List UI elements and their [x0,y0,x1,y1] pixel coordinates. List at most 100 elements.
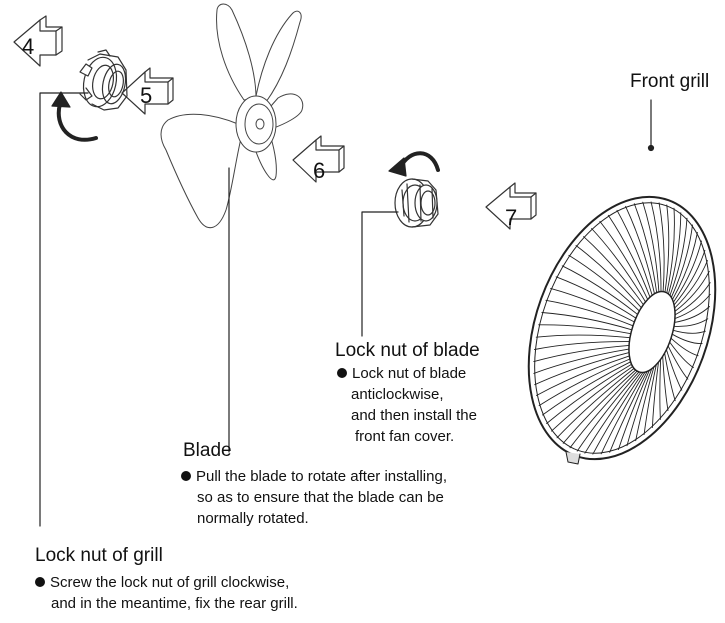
lock-nut-blade-note: Lock nut of blade anticlockwise, and the… [337,363,477,447]
grill-spoke [643,364,657,436]
clockwise-rotation-arrow-icon [51,91,98,142]
grill-spoke [569,370,638,449]
grill-spoke [658,202,665,293]
bullet-icon [181,471,191,481]
grill-spoke [674,293,711,320]
grill-spoke [665,349,683,391]
grill-spoke [635,366,655,442]
grill-spoke [651,361,659,428]
step-number-4: 4 [22,34,34,59]
grill-spoke [546,363,633,424]
grill-spoke [674,282,711,316]
grill-spoke [674,260,708,309]
grill-spoke [533,344,630,363]
grill-spoke [650,201,662,293]
grill-spoke [673,249,706,306]
grill-spoke [592,371,644,455]
grill-spoke [551,366,634,432]
grill-spoke [609,370,648,453]
grill-spoke [542,361,632,416]
grill-spoke [534,352,630,386]
grill-lock-nut-drawing [79,49,128,111]
grill-spoke [667,345,689,380]
step-arrow-4: 4 [13,15,63,67]
grill-spoke [583,236,644,306]
step-arrow-5: 5 [121,67,174,115]
grill-spoke [626,368,653,447]
step-number-7: 7 [505,205,517,230]
note-line: anticlockwise, [351,386,444,403]
grill-spoke [633,203,658,294]
grill-spoke [533,348,630,374]
grill-spoke [673,318,709,327]
grill-spoke [599,220,649,300]
note-line: Pull the blade to rotate after installin… [181,466,447,487]
grill-spoke [555,276,637,319]
grill-spoke [600,371,646,455]
grill-spoke [561,265,639,315]
grill-spoke [669,341,694,369]
grill-spoke [536,355,630,396]
grill-spoke [538,358,631,407]
grill-spoke [545,299,634,327]
grill-spoke [672,240,702,303]
note-line: and then install the [351,407,477,424]
lock-nut-grill-title: Lock nut of grill [35,545,163,566]
bullet-icon [35,577,45,587]
grill-spoke [607,214,651,298]
blade-title: Blade [183,440,232,461]
note-line: so as to ensure that the blade can be [197,489,444,506]
grill-spoke [674,270,710,312]
grill-spoke [667,212,682,295]
grill-spoke [617,369,650,451]
grill-spoke [541,312,633,331]
grill-spoke [666,207,675,294]
grill-spoke [659,358,662,420]
grill-spoke [671,232,698,301]
grill-spoke [671,333,703,344]
front-grill-drawing [527,195,717,465]
lock-nut-blade-title: Lock nut of blade [335,340,480,361]
grill-spoke [616,209,653,296]
step-number-5: 5 [140,83,152,108]
bullet-icon [337,368,347,378]
note-line: front fan cover. [355,428,455,445]
grill-spoke [568,254,640,312]
grill-spoke [556,367,635,439]
grill-spoke [591,228,646,303]
grill-spoke [534,341,630,350]
grill-spoke [672,329,706,334]
grill-spoke [575,245,642,309]
fan-blade-drawing [160,3,304,228]
blade-lock-nut-leader-line [361,211,399,337]
note-line: Screw the lock nut of grill clockwise, [35,572,298,593]
lock-nut-grill-note: Screw the lock nut of grill clockwise, a… [35,572,298,614]
blade-note: Pull the blade to rotate after installin… [181,466,447,529]
grill-lock-nut-leader-line [39,92,89,527]
grill-spoke [584,371,642,454]
grill-spoke [669,217,688,297]
note-line: Lock nut of blade [337,363,477,384]
leader-lines [39,92,655,527]
grill-spoke [550,287,635,323]
grill-spoke [576,371,640,452]
grill-spoke [662,355,669,411]
grill-spoke [670,224,693,298]
grill-spoke [674,306,710,323]
step-number-6: 6 [313,158,325,183]
note-line: normally rotated. [197,510,309,527]
blade-lock-nut-drawing [394,178,439,228]
grill-spoke [670,337,699,357]
note-line: and in the meantime, fix the rear grill. [51,595,298,612]
grill-spoke [625,205,655,295]
grill-spoke [535,334,631,339]
grill-spoke [664,204,670,293]
step-arrow-6: 6 [292,135,345,183]
anticlockwise-rotation-arrow-icon [388,151,440,177]
step-arrow-7: 7 [485,182,537,230]
grill-spoke [664,352,676,402]
grill-spoke [642,201,660,293]
grill-spoke [562,369,637,444]
grill-spoke [538,324,632,335]
